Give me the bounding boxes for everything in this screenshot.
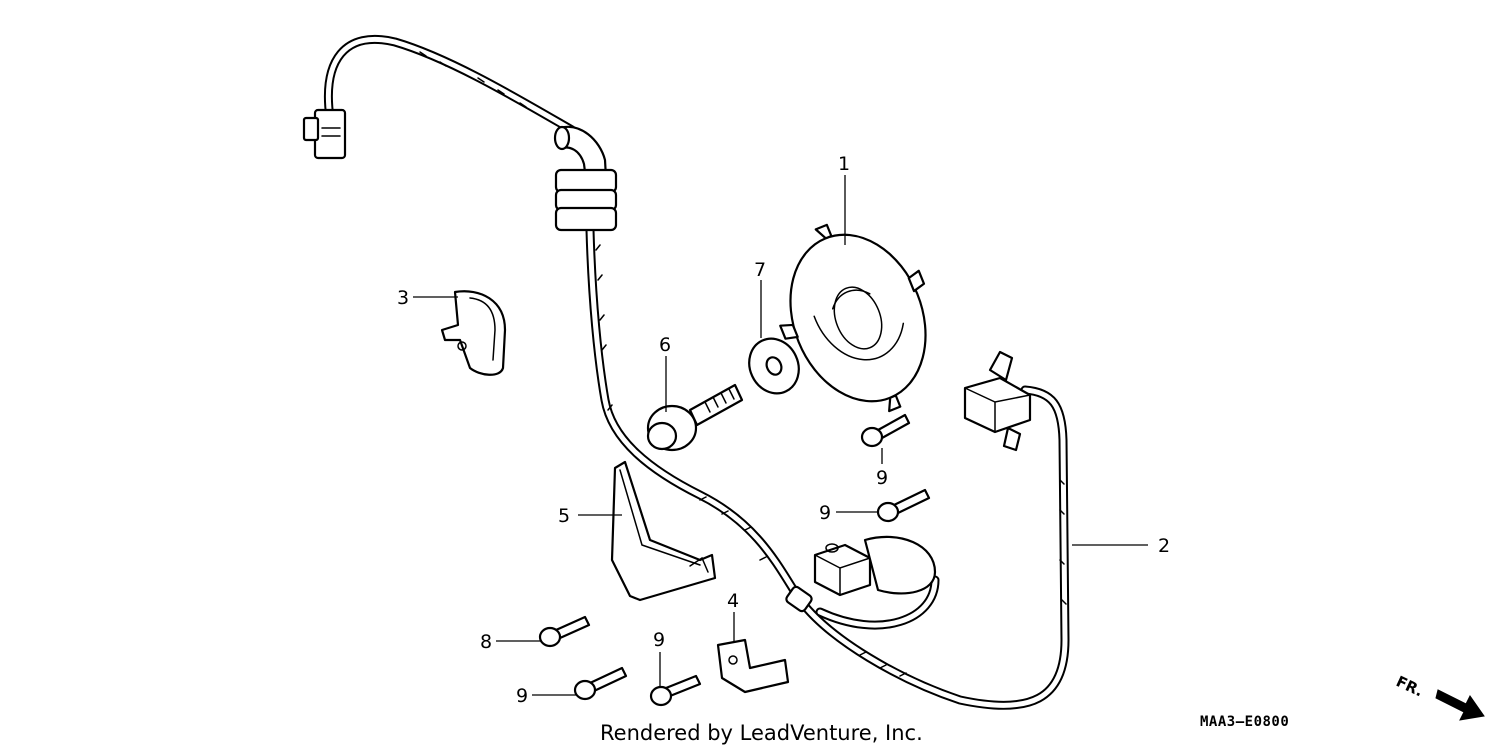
front-arrow-icon [1435, 689, 1485, 721]
callout-8: 8 [480, 631, 492, 653]
bolt-9d [649, 674, 702, 707]
bracket-5 [610, 460, 717, 602]
callout-7: 7 [754, 259, 766, 281]
front-marker: FR. [1393, 672, 1485, 721]
cover [440, 290, 507, 376]
callout-4: 4 [727, 590, 739, 612]
washer [748, 337, 800, 395]
pulse-generator-upper [963, 350, 1032, 452]
front-marker-label: FR. [1393, 672, 1426, 700]
callout-9-lower: 9 [653, 629, 665, 651]
render-credit: Rendered by LeadVenture, Inc. [600, 721, 923, 745]
bolt-9b [876, 488, 931, 523]
callout-1: 1 [838, 153, 850, 175]
diagram-code: MAA3—E0800 [1200, 714, 1289, 730]
callout-3: 3 [397, 287, 409, 309]
bolt-8 [538, 615, 591, 648]
callout-6: 6 [659, 334, 671, 356]
clamp-4 [716, 638, 790, 694]
bolt-9a [860, 413, 911, 448]
callout-5: 5 [558, 505, 570, 527]
pickup-sensor [813, 535, 937, 597]
flange-bolt [646, 383, 744, 452]
callout-9-lower-left: 9 [516, 685, 528, 707]
wire-harness [302, 34, 1070, 710]
callout-2: 2 [1158, 535, 1170, 557]
leader-lines [413, 175, 1148, 696]
callout-9-upper: 9 [876, 467, 888, 489]
pulser-rotor-plate [779, 223, 927, 413]
callout-9-middle: 9 [819, 502, 831, 524]
bolt-9c [573, 666, 628, 701]
